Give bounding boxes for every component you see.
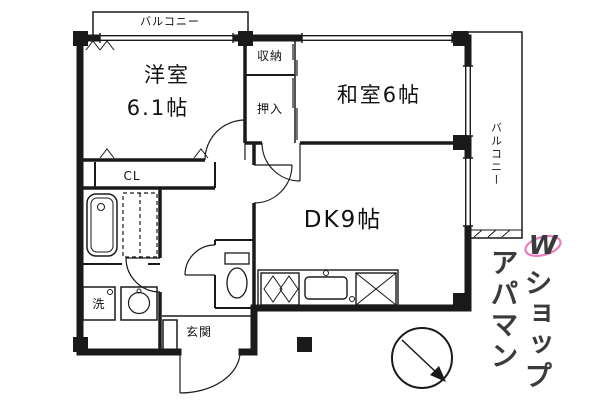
sink	[304, 276, 348, 300]
western-room-label: 洋室	[144, 63, 190, 87]
kitchen-counter	[257, 269, 399, 309]
storage-label: 収納	[257, 49, 283, 63]
cl-label: CL	[123, 169, 140, 183]
pillars	[73, 31, 468, 352]
oshiire-label: 押入	[257, 102, 283, 116]
vanity-cabinet	[122, 192, 158, 258]
watermark-logo-ring	[524, 235, 562, 257]
windows	[99, 33, 473, 227]
japanese-room-label: 和室6帖	[337, 83, 421, 107]
balcony-right-label: バルコニー	[490, 122, 503, 187]
washing-machine	[82, 286, 116, 321]
compass-arrowhead	[430, 366, 446, 382]
bathtub	[86, 193, 118, 257]
watermark-text-col1: アパマン	[487, 248, 520, 372]
stove	[260, 272, 300, 306]
toilet	[224, 252, 250, 299]
interior-walls	[80, 38, 468, 352]
compass	[391, 327, 453, 389]
watermark-logo: W	[529, 231, 559, 261]
fridge-space	[355, 272, 397, 306]
balcony-top-label: バルコニー	[140, 15, 200, 28]
washbasin	[120, 286, 158, 321]
western-room-size: 6.1帖	[127, 96, 189, 120]
watermark: W アパマン ショップ	[487, 231, 562, 392]
laundry-label: 洗	[92, 297, 105, 311]
folding-door-marks	[85, 40, 209, 159]
watermark-text-col2: ショップ	[521, 268, 554, 392]
dk-label: DK9帖	[304, 207, 382, 233]
doors	[125, 119, 301, 394]
entrance-label: 玄関	[186, 324, 212, 339]
